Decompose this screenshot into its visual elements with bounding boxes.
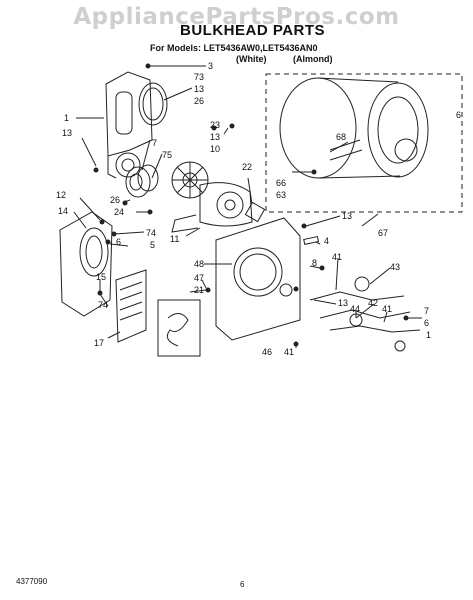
callout-12: 12 <box>56 190 66 200</box>
grille-piece <box>244 201 266 223</box>
callout-1: 1 <box>426 330 431 340</box>
callout-10: 10 <box>210 144 220 154</box>
callout-labels: 3 73 13 26 1 13 23 13 10 7 75 22 68 6 66… <box>56 61 461 357</box>
blower-wheel <box>171 161 209 199</box>
callout-11: 11 <box>170 234 179 244</box>
callout-3: 3 <box>208 61 213 71</box>
gasket-ring <box>138 82 168 126</box>
callout-46: 46 <box>262 347 272 357</box>
callout-6: 6 <box>116 237 121 247</box>
callout-75: 75 <box>162 150 172 160</box>
drum-assembly <box>279 77 429 179</box>
callout-1: 1 <box>64 113 69 123</box>
seal-strip <box>303 235 320 245</box>
callout-13: 13 <box>338 298 348 308</box>
callout-66: 66 <box>276 178 286 188</box>
callout-6: 6 <box>456 110 461 120</box>
callout-8: 8 <box>312 258 317 268</box>
callout-21: 21 <box>194 285 204 295</box>
callout-44: 44 <box>350 304 360 314</box>
callout-5: 5 <box>150 240 155 250</box>
callout-13: 13 <box>62 128 72 138</box>
callout-6: 6 <box>424 318 429 328</box>
callout-48: 48 <box>194 259 204 269</box>
callout-63: 63 <box>276 190 286 200</box>
site-watermark: AppliancePartsPros.com <box>73 4 400 30</box>
callout-24: 24 <box>114 207 124 217</box>
page-number: 6 <box>240 580 245 589</box>
callout-22: 22 <box>242 162 252 172</box>
document-number: 4377090 <box>16 577 48 586</box>
callout-17: 17 <box>94 338 104 348</box>
callout-43: 43 <box>390 262 400 272</box>
gasket-ring-inner <box>142 87 164 121</box>
callout-26: 26 <box>194 96 204 106</box>
callout-47: 47 <box>194 273 204 283</box>
callout-42: 42 <box>368 298 378 308</box>
leader-lines <box>73 65 422 348</box>
callout-41: 41 <box>382 304 392 314</box>
callout-7: 7 <box>424 306 429 316</box>
color-variants: (White) (Almond) <box>236 54 357 64</box>
callout-23: 23 <box>210 120 220 130</box>
heater-wires <box>309 276 421 352</box>
callout-68: 68 <box>336 132 346 142</box>
callout-41: 41 <box>284 347 294 357</box>
callout-41: 41 <box>332 252 342 262</box>
callout-73: 73 <box>194 72 204 82</box>
callout-67: 67 <box>378 228 388 238</box>
wire-harness-box <box>157 299 201 357</box>
belt-panel <box>59 211 113 317</box>
rear-bulkhead <box>215 217 301 341</box>
variant-white: (White) <box>236 54 267 64</box>
callout-7: 7 <box>152 138 157 148</box>
variant-almond: (Almond) <box>293 54 333 64</box>
lint-screen <box>115 269 147 343</box>
drum-inset-box <box>265 73 463 213</box>
callout-13: 13 <box>210 132 220 142</box>
drive-pulley <box>125 164 159 198</box>
front-bulkhead-panel <box>105 71 153 179</box>
callout-15: 15 <box>96 272 106 282</box>
callout-13: 13 <box>342 211 352 221</box>
fasteners <box>93 63 409 347</box>
callout-13: 13 <box>194 84 204 94</box>
model-numbers: For Models: LET5436AW0,LET5436AN0 <box>150 43 318 53</box>
callout-14: 14 <box>58 206 68 216</box>
callout-74: 74 <box>146 228 156 238</box>
callout-74: 74 <box>98 300 108 310</box>
callout-26: 26 <box>110 195 120 205</box>
callout-4: 4 <box>324 236 329 246</box>
motor-housing <box>171 182 253 233</box>
diagram-title: BULKHEAD PARTS <box>180 22 326 39</box>
